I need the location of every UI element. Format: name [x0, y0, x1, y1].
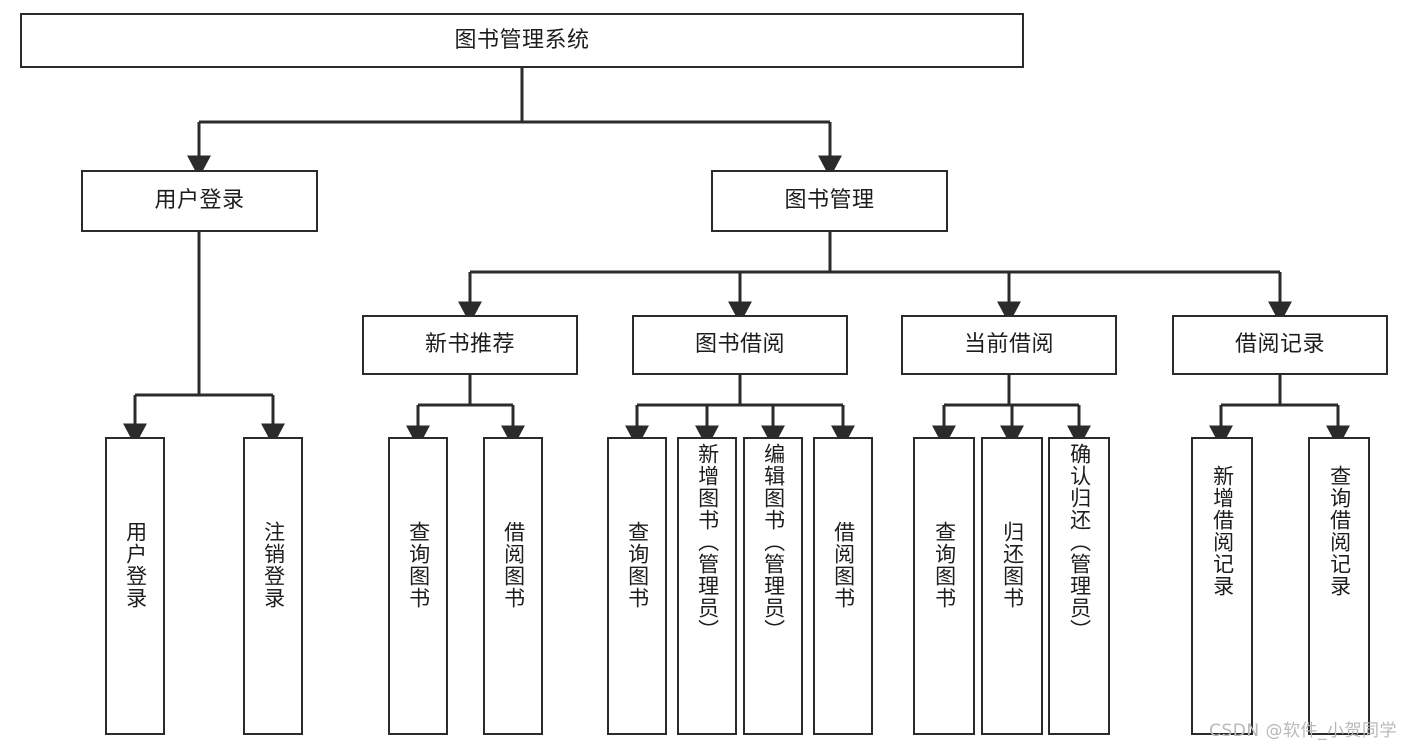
node-leaf-borrow-book[interactable]: 借阅图书 — [813, 437, 873, 735]
node-label: 借阅记录 — [1234, 332, 1325, 358]
node-leaf-add-book-admin[interactable]: 新增图书（管理员） — [677, 437, 737, 735]
node-current-borrow[interactable]: 当前借阅 — [901, 315, 1117, 375]
node-label: 用户登录 — [123, 521, 148, 609]
node-label: 归还图书 — [1000, 521, 1025, 609]
node-borrow-record[interactable]: 借阅记录 — [1172, 315, 1388, 375]
node-leaf-add-borrow-record[interactable]: 新增借阅记录 — [1191, 437, 1253, 735]
node-label: 查询借阅记录 — [1327, 465, 1352, 597]
node-label: 确认归还（管理员） — [1067, 443, 1092, 641]
node-leaf-query-book-borrow[interactable]: 查询图书 — [607, 437, 667, 735]
node-book-management[interactable]: 图书管理 — [711, 170, 948, 232]
node-label: 图书管理 — [784, 188, 875, 214]
node-label: 注销登录 — [261, 521, 286, 609]
node-leaf-borrow-book-recommend[interactable]: 借阅图书 — [483, 437, 543, 735]
node-leaf-query-book-current[interactable]: 查询图书 — [913, 437, 975, 735]
node-label: 图书管理系统 — [454, 27, 590, 53]
node-leaf-return-book[interactable]: 归还图书 — [981, 437, 1043, 735]
node-leaf-edit-book-admin[interactable]: 编辑图书（管理员） — [743, 437, 803, 735]
node-label: 查询图书 — [406, 521, 431, 609]
node-leaf-logout[interactable]: 注销登录 — [243, 437, 303, 735]
node-leaf-confirm-return-admin[interactable]: 确认归还（管理员） — [1048, 437, 1110, 735]
node-label: 新书推荐 — [424, 332, 515, 358]
node-label: 借阅图书 — [831, 521, 856, 609]
node-label: 当前借阅 — [963, 332, 1054, 358]
node-label: 用户登录 — [154, 188, 245, 214]
node-leaf-query-borrow-record[interactable]: 查询借阅记录 — [1308, 437, 1370, 735]
node-root-system[interactable]: 图书管理系统 — [20, 13, 1024, 68]
node-leaf-query-book-recommend[interactable]: 查询图书 — [388, 437, 448, 735]
node-label: 图书借阅 — [694, 332, 785, 358]
node-book-borrow[interactable]: 图书借阅 — [632, 315, 848, 375]
node-user-login[interactable]: 用户登录 — [81, 170, 318, 232]
node-label: 新增借阅记录 — [1210, 465, 1235, 597]
node-new-book-recommend[interactable]: 新书推荐 — [362, 315, 578, 375]
node-label: 查询图书 — [932, 521, 957, 609]
csdn-watermark: CSDN @软件_小贺同学 — [1209, 721, 1397, 741]
node-label: 新增图书（管理员） — [695, 443, 720, 641]
node-label: 借阅图书 — [501, 521, 526, 609]
node-label: 查询图书 — [625, 521, 650, 609]
node-label: 编辑图书（管理员） — [761, 443, 786, 641]
node-leaf-user-login[interactable]: 用户登录 — [105, 437, 165, 735]
